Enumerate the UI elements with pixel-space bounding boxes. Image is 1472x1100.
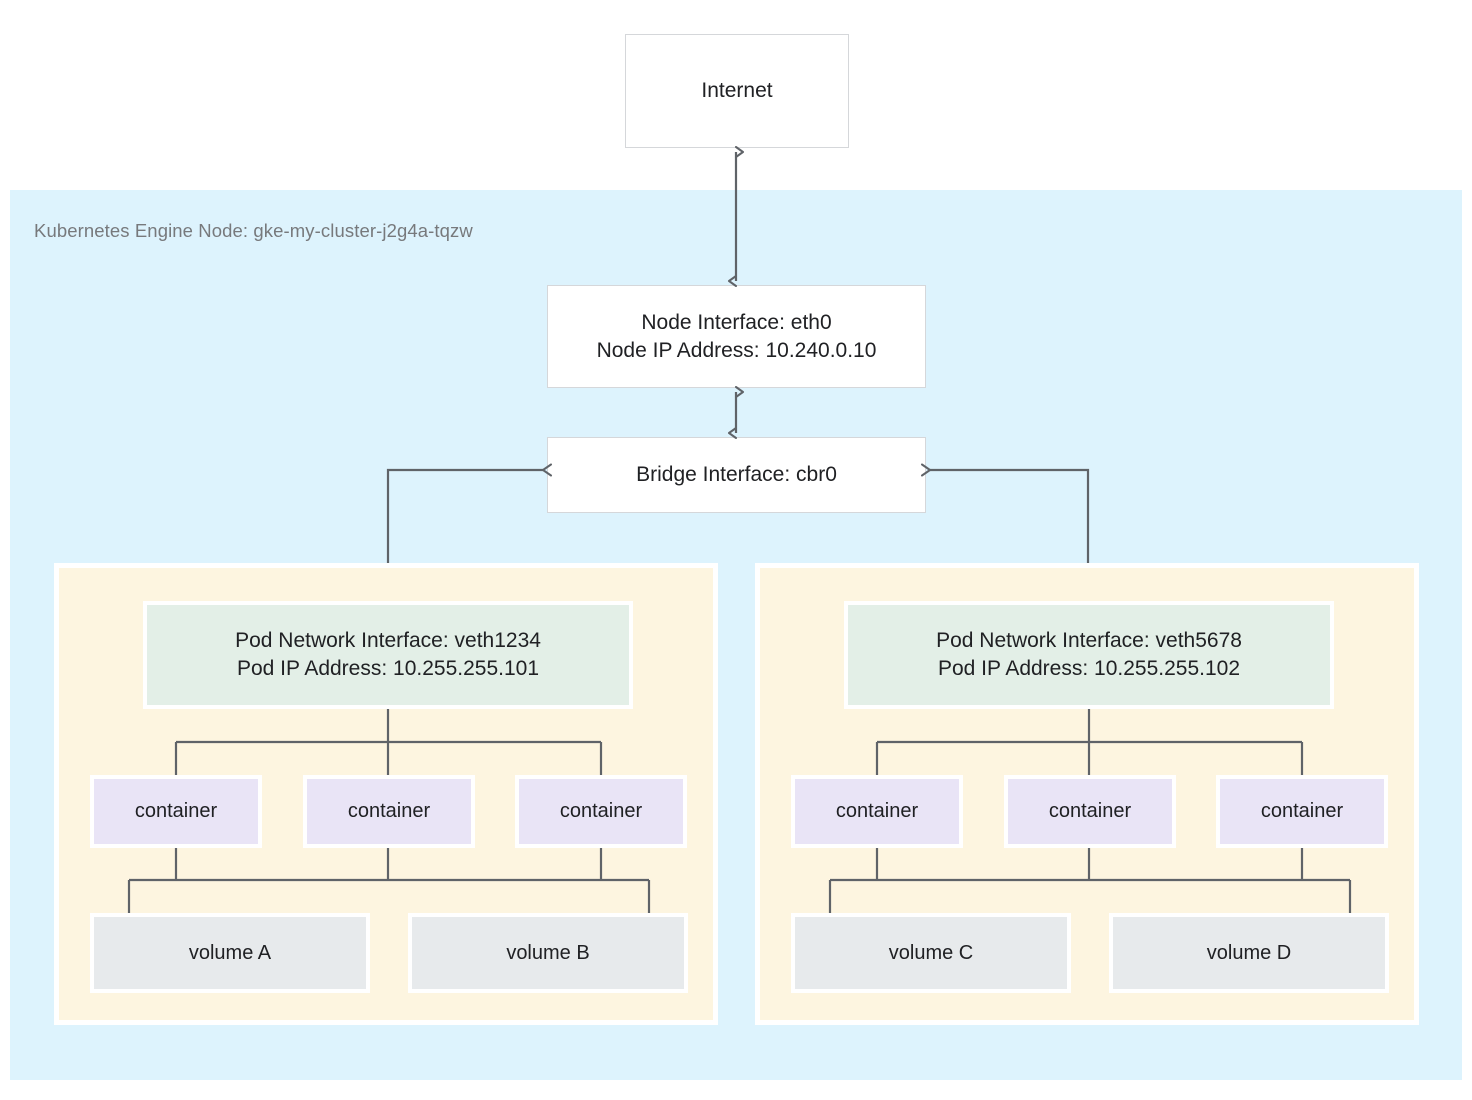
bridge-interface-label: Bridge Interface: cbr0 — [636, 463, 837, 487]
internet-label: Internet — [701, 79, 773, 103]
pod-1-volume-1-label: volume A — [188, 941, 272, 964]
pod-1-container-3-label: container — [559, 800, 643, 822]
pod-1-container-2[interactable]: container — [303, 775, 475, 848]
pod-2-volume-1-label: volume C — [888, 941, 974, 964]
pod-1-network-interface-label: Pod Network Interface: veth1234 — [235, 628, 541, 652]
pod-2-network-interface-box[interactable]: Pod Network Interface: veth5678 Pod IP A… — [844, 601, 1334, 709]
node-interface-box[interactable]: Node Interface: eth0 Node IP Address: 10… — [547, 285, 926, 388]
node-ip-label: Node IP Address: 10.240.0.10 — [596, 338, 877, 362]
pod-2-volume-2-label: volume D — [1206, 941, 1292, 964]
pod-2-volume-2[interactable]: volume D — [1109, 913, 1389, 993]
pod-1-network-interface-box[interactable]: Pod Network Interface: veth1234 Pod IP A… — [143, 601, 633, 709]
pod-1-ip-label: Pod IP Address: 10.255.255.101 — [236, 657, 540, 680]
pod-2-network-interface-label: Pod Network Interface: veth5678 — [936, 628, 1242, 652]
pod-2-container-1-label: container — [835, 800, 919, 822]
pod-1-container-1-label: container — [134, 800, 218, 822]
pod-2-volume-1[interactable]: volume C — [791, 913, 1071, 993]
pod-1-container-2-label: container — [347, 800, 431, 822]
internet-box[interactable]: Internet — [625, 34, 849, 148]
pod-2-container-1[interactable]: container — [791, 775, 963, 848]
pod-group-2: Pod Network Interface: veth5678 Pod IP A… — [755, 563, 1419, 1025]
pod-1-volume-2-label: volume B — [506, 941, 590, 964]
pod-2-container-2-label: container — [1048, 800, 1132, 822]
pod-1-container-1[interactable]: container — [90, 775, 262, 848]
pod-1-volume-2[interactable]: volume B — [408, 913, 688, 993]
pod-2-ip-label: Pod IP Address: 10.255.255.102 — [937, 657, 1241, 680]
pod-2-container-3[interactable]: container — [1216, 775, 1388, 848]
pod-1-volume-1[interactable]: volume A — [90, 913, 370, 993]
node-region-label: Kubernetes Engine Node: gke-my-cluster-j… — [34, 220, 473, 241]
pod-group-1: Pod Network Interface: veth1234 Pod IP A… — [54, 563, 718, 1025]
pod-2-container-3-label: container — [1260, 800, 1344, 822]
pod-1-container-3[interactable]: container — [515, 775, 687, 848]
node-interface-label: Node Interface: eth0 — [641, 310, 832, 334]
bridge-interface-box[interactable]: Bridge Interface: cbr0 — [547, 437, 926, 513]
pod-2-container-2[interactable]: container — [1004, 775, 1176, 848]
